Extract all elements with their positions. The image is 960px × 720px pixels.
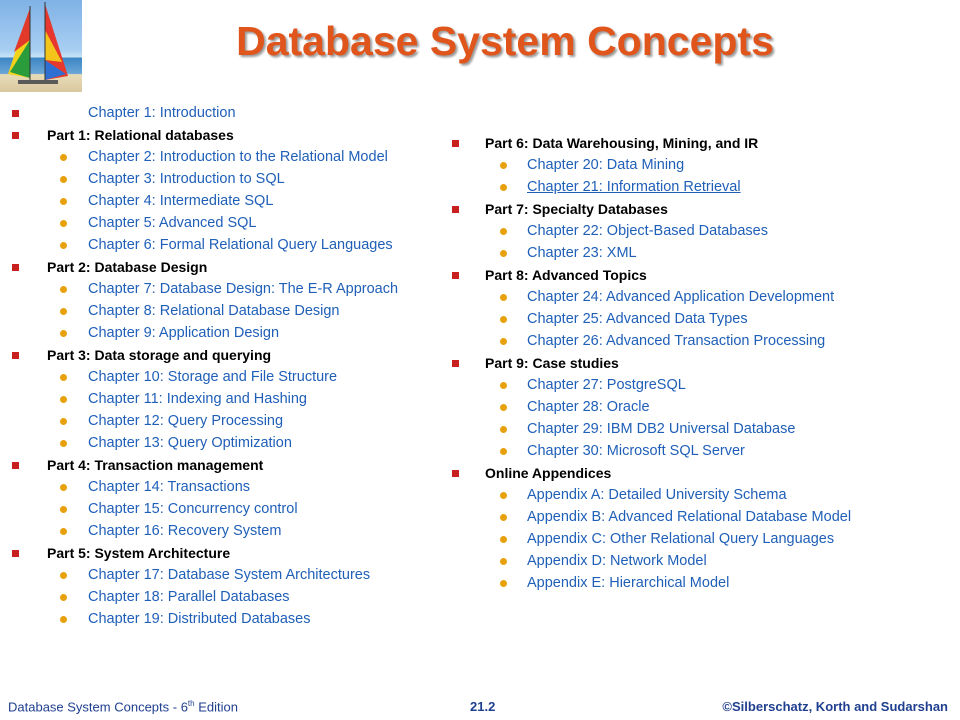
square-bullet-icon xyxy=(452,140,459,147)
part-heading-text: Part 9: Case studies xyxy=(485,355,619,371)
round-bullet-icon xyxy=(500,162,507,169)
part-heading-text: Part 4: Transaction management xyxy=(47,457,264,473)
part-heading-text: Part 3: Data storage and querying xyxy=(47,347,272,363)
round-bullet-icon xyxy=(60,528,67,535)
round-bullet-icon xyxy=(500,316,507,323)
chapter-link-text: Chapter 23: XML xyxy=(527,245,637,261)
round-bullet-icon xyxy=(500,448,507,455)
chapter-link-text: Chapter 8: Relational Database Design xyxy=(88,303,340,319)
round-bullet-icon xyxy=(60,418,67,425)
footer: Database System Concepts - 6th Edition 2… xyxy=(0,680,960,720)
square-bullet-icon xyxy=(452,470,459,477)
round-bullet-icon xyxy=(500,294,507,301)
chapter-link-text: Chapter 24: Advanced Application Develop… xyxy=(527,289,835,305)
chapter-link-text: Chapter 7: Database Design: The E-R Appr… xyxy=(88,281,399,297)
part-heading-text: Part 5: System Architecture xyxy=(47,545,231,561)
chapter-link-text: Chapter 30: Microsoft SQL Server xyxy=(527,443,745,459)
part-heading-text: Part 6: Data Warehousing, Mining, and IR xyxy=(485,135,759,151)
part-heading-text: Part 7: Specialty Databases xyxy=(485,201,668,217)
round-bullet-icon xyxy=(500,382,507,389)
chapter-link-text: Chapter 2: Introduction to the Relationa… xyxy=(88,149,388,165)
round-bullet-icon xyxy=(60,572,67,579)
round-bullet-icon xyxy=(60,374,67,381)
square-bullet-icon xyxy=(452,206,459,213)
chapter-link-text: Chapter 6: Formal Relational Query Langu… xyxy=(88,237,393,253)
chapter-link-text: Chapter 11: Indexing and Hashing xyxy=(88,391,307,407)
round-bullet-icon xyxy=(500,580,507,587)
chapter-link-text: Chapter 14: Transactions xyxy=(88,479,251,495)
square-bullet-icon xyxy=(452,272,459,279)
chapter-link-text: Chapter 1: Introduction xyxy=(88,105,236,121)
round-bullet-icon xyxy=(60,616,67,623)
chapter-link-text: Appendix C: Other Relational Query Langu… xyxy=(527,531,835,547)
chapter-link-text: Appendix B: Advanced Relational Database… xyxy=(527,509,852,525)
chapter-link-text: Appendix D: Network Model xyxy=(527,553,707,569)
footer-page-number: 21.2 xyxy=(470,699,496,714)
round-bullet-icon xyxy=(60,154,67,161)
chapter-link-text: Chapter 3: Introduction to SQL xyxy=(88,171,285,187)
round-bullet-icon xyxy=(60,506,67,513)
chapter-link-text: Chapter 25: Advanced Data Types xyxy=(527,311,748,327)
part-heading-text: Part 2: Database Design xyxy=(47,259,208,275)
part-heading-text: Online Appendices xyxy=(485,465,612,481)
page-title: Database System Concepts xyxy=(236,18,774,64)
sailboats-icon xyxy=(8,2,68,84)
round-bullet-icon xyxy=(500,426,507,433)
round-bullet-icon xyxy=(60,220,67,227)
round-bullet-icon xyxy=(60,286,67,293)
chapter-link-text: Chapter 12: Query Processing xyxy=(88,413,284,429)
chapter-link-text: Chapter 20: Data Mining xyxy=(527,157,685,173)
footer-copyright: ©Silberschatz, Korth and Sudarshan xyxy=(722,699,948,714)
chapter-link-text: Appendix A: Detailed University Schema xyxy=(527,487,787,503)
round-bullet-icon xyxy=(60,484,67,491)
chapter-link-text: Chapter 27: PostgreSQL xyxy=(527,377,686,393)
square-bullet-icon xyxy=(12,264,19,271)
chapter-link-text: Chapter 18: Parallel Databases xyxy=(88,589,290,605)
chapter-link-text: Chapter 22: Object-Based Databases xyxy=(527,223,768,239)
part-heading-text: Part 8: Advanced Topics xyxy=(485,267,647,283)
round-bullet-icon xyxy=(500,536,507,543)
sailboats-logo-icon xyxy=(0,0,82,92)
chapter-link-text: Chapter 19: Distributed Databases xyxy=(88,611,311,627)
square-bullet-icon xyxy=(12,110,19,117)
chapter-link-text: Appendix E: Hierarchical Model xyxy=(527,575,730,591)
square-bullet-icon xyxy=(12,462,19,469)
chapter-link-text: Chapter 10: Storage and File Structure xyxy=(88,369,338,385)
square-bullet-icon xyxy=(12,132,19,139)
part-heading-text: Part 1: Relational databases xyxy=(47,127,234,143)
round-bullet-icon xyxy=(60,198,67,205)
chapter-link-text: Chapter 17: Database System Architecture… xyxy=(88,567,371,583)
round-bullet-icon xyxy=(60,242,67,249)
chapter-link-text: Chapter 15: Concurrency control xyxy=(88,501,298,517)
round-bullet-icon xyxy=(500,184,507,191)
square-bullet-icon xyxy=(12,550,19,557)
round-bullet-icon xyxy=(500,492,507,499)
chapter-link-text: Chapter 5: Advanced SQL xyxy=(88,215,257,231)
round-bullet-icon xyxy=(500,404,507,411)
chapter-link-text: Chapter 4: Intermediate SQL xyxy=(88,193,274,209)
round-bullet-icon xyxy=(500,558,507,565)
square-bullet-icon xyxy=(12,352,19,359)
chapter-link-text: Chapter 9: Application Design xyxy=(88,325,280,341)
square-bullet-icon xyxy=(452,360,459,367)
round-bullet-icon xyxy=(60,330,67,337)
chapter-link-text: Chapter 28: Oracle xyxy=(527,399,650,415)
round-bullet-icon xyxy=(500,250,507,257)
chapter-link-text: Chapter 29: IBM DB2 Universal Database xyxy=(527,421,796,437)
chapter-link-text: Chapter 26: Advanced Transaction Process… xyxy=(527,333,826,349)
round-bullet-icon xyxy=(60,396,67,403)
round-bullet-icon xyxy=(60,440,67,447)
round-bullet-icon xyxy=(60,308,67,315)
round-bullet-icon xyxy=(60,176,67,183)
round-bullet-icon xyxy=(500,514,507,521)
chapter-link-text: Chapter 13: Query Optimization xyxy=(88,435,292,451)
round-bullet-icon xyxy=(60,594,67,601)
round-bullet-icon xyxy=(500,228,507,235)
footer-book-title: Database System Concepts - 6th Edition xyxy=(8,699,238,715)
round-bullet-icon xyxy=(500,338,507,345)
chapter-link-text: Chapter 16: Recovery System xyxy=(88,523,282,539)
chapter-link-text: Chapter 21: Information Retrieval xyxy=(527,179,741,195)
